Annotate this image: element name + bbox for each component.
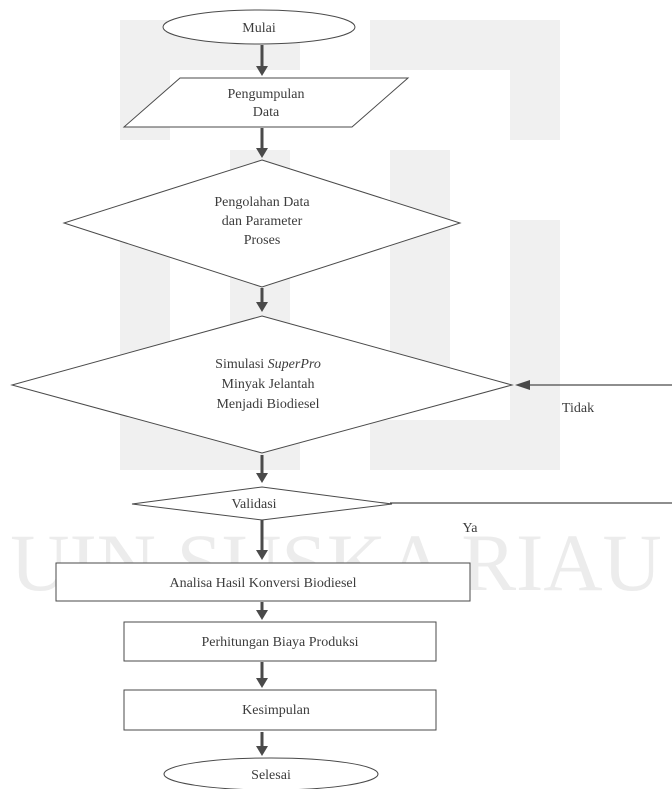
simulation-software-name: SuperPro	[268, 357, 321, 372]
cost-calculation-label: Perhitungan Biaya Produksi	[201, 635, 358, 650]
simulation-line3: Menjadi Biodiesel	[216, 397, 319, 412]
simulation-node: Simulasi SuperPro Minyak Jelantah Menjad…	[10, 315, 514, 454]
end-terminator: Selesai	[163, 757, 379, 789]
conclusion-label: Kesimpulan	[242, 703, 310, 718]
simulation-line1-prefix: Simulasi	[215, 357, 268, 372]
feedback-loop	[390, 380, 672, 504]
no-branch-label: Tidak	[562, 401, 594, 416]
analysis-label: Analisa Hasil Konversi Biodiesel	[169, 576, 356, 591]
simulation-line2: Minyak Jelantah	[222, 377, 315, 392]
start-terminator: Mulai	[162, 9, 356, 45]
end-label: Selesai	[251, 768, 291, 783]
data-collection-node: Pengumpulan Data	[122, 77, 410, 128]
analysis-node: Analisa Hasil Konversi Biodiesel	[55, 562, 471, 602]
data-processing-node: Pengolahan Data dan Parameter Proses	[62, 159, 462, 288]
validation-node: Validasi	[131, 486, 393, 521]
start-label: Mulai	[242, 21, 276, 36]
cost-calculation-node: Perhitungan Biaya Produksi	[123, 621, 437, 662]
validation-label: Validasi	[231, 497, 276, 512]
yes-branch-label: Ya	[463, 521, 479, 536]
simulation-line1: Simulasi SuperPro	[215, 357, 321, 372]
data-processing-line2: dan Parameter	[222, 214, 303, 229]
connectors	[256, 45, 268, 756]
data-collection-line1: Pengumpulan	[228, 87, 305, 102]
data-processing-line1: Pengolahan Data	[214, 195, 310, 210]
conclusion-node: Kesimpulan	[123, 689, 437, 731]
data-processing-line3: Proses	[244, 233, 281, 248]
data-collection-line2: Data	[253, 105, 280, 120]
